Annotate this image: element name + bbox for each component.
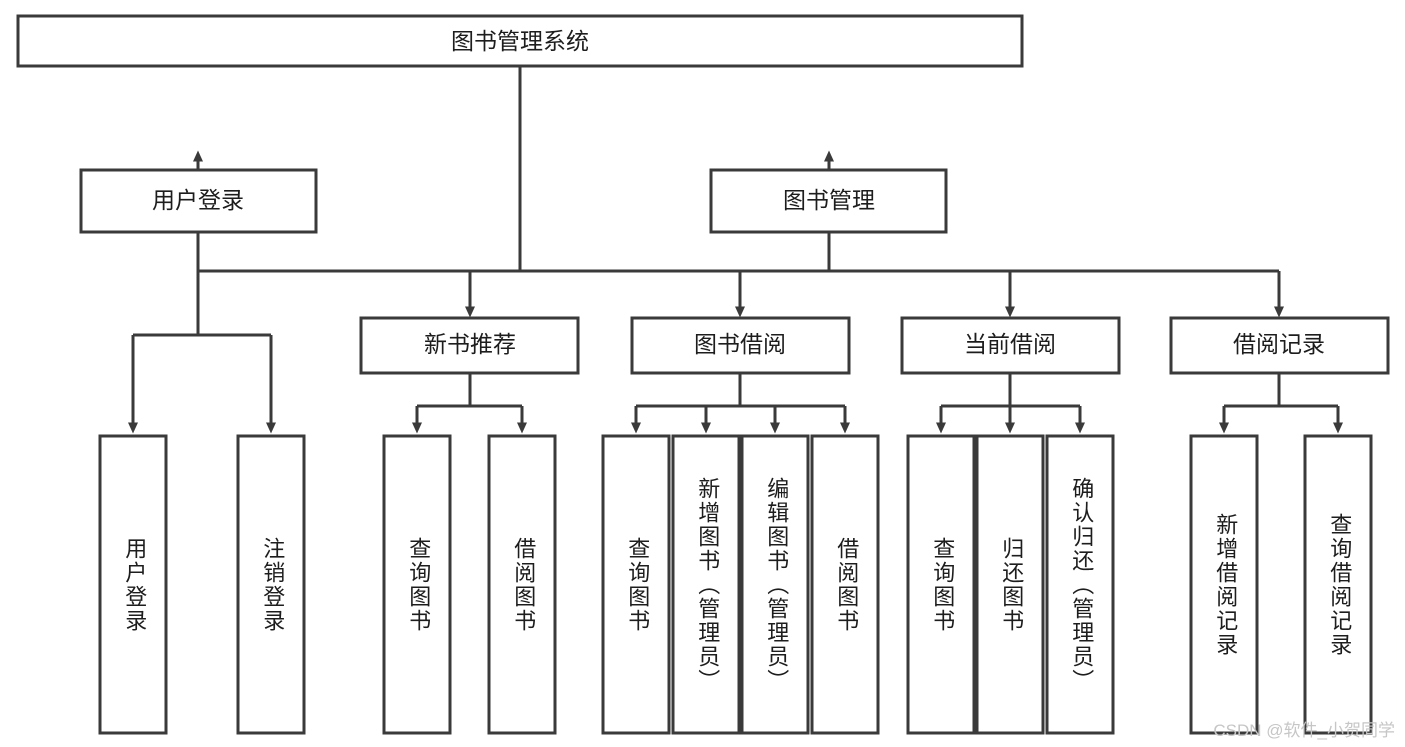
node-new-book-recommend[interactable]: 新书推荐 (359, 316, 580, 375)
leaf-book-borrow-4-box[interactable] (810, 434, 880, 735)
node-borrow-records-box[interactable] (1169, 316, 1390, 375)
node-root[interactable]: 图书管理系统 (16, 14, 1024, 68)
node-current-borrow[interactable]: 当前借阅 (900, 316, 1121, 375)
leaf-user-login-1[interactable]: 用户登录 (98, 434, 168, 735)
leaf-current-borrow-3[interactable]: 确认归还（管理员） (1045, 434, 1115, 735)
connector-group-user-login (128, 232, 276, 434)
leaf-current-borrow-1[interactable]: 查询图书 (906, 434, 976, 735)
leaf-user-login-1-box[interactable] (98, 434, 168, 735)
node-user-login[interactable]: 用户登录 (79, 168, 318, 234)
node-root-label: 图书管理系统 (451, 28, 589, 54)
leaf-new-book-2-box[interactable] (487, 434, 557, 735)
leaf-current-borrow-3-box[interactable] (1045, 434, 1115, 735)
node-user-login-label: 用户登录 (152, 187, 244, 213)
leaf-book-borrow-1-label: 查询图书 (625, 537, 650, 633)
leaf-book-borrow-4[interactable]: 借阅图书 (810, 434, 880, 735)
connector-group-borrow-records (1219, 373, 1343, 434)
leaf-borrow-records-2-box[interactable] (1303, 434, 1373, 735)
node-current-borrow-label: 当前借阅 (964, 331, 1056, 357)
node-book-manage[interactable]: 图书管理 (709, 168, 948, 234)
leaf-book-borrow-2-label: 新增图书（管理员） (695, 477, 720, 693)
leaf-book-borrow-3[interactable]: 编辑图书（管理员） (740, 434, 810, 735)
leaf-borrow-records-1-box[interactable] (1189, 434, 1259, 735)
leaf-current-borrow-3-label: 确认归还（管理员） (1069, 477, 1094, 693)
leaf-user-login-2[interactable]: 注销登录 (236, 434, 306, 735)
connector-group-new-book (412, 373, 527, 434)
leaf-current-borrow-1-box[interactable] (906, 434, 976, 735)
node-user-login-box[interactable] (79, 168, 318, 234)
leaf-borrow-records-2-label: 查询借阅记录 (1327, 513, 1352, 657)
leaf-current-borrow-2-label: 归还图书 (999, 537, 1024, 633)
node-borrow-records[interactable]: 借阅记录 (1169, 316, 1390, 375)
node-book-manage-box[interactable] (709, 168, 948, 234)
leaf-book-borrow-1[interactable]: 查询图书 (601, 434, 671, 735)
leaf-new-book-1-label: 查询图书 (406, 537, 431, 633)
node-new-book-recommend-label: 新书推荐 (424, 331, 516, 357)
leaf-book-borrow-3-box[interactable] (740, 434, 810, 735)
leaf-current-borrow-2[interactable]: 归还图书 (975, 434, 1045, 735)
connector-group-book-manage (465, 232, 1284, 318)
leaf-current-borrow-1-label: 查询图书 (930, 537, 955, 633)
node-current-borrow-box[interactable] (900, 316, 1121, 375)
connector-group-book-borrow (631, 373, 850, 434)
leaf-book-borrow-4-label: 借阅图书 (834, 537, 859, 633)
leaf-new-book-2[interactable]: 借阅图书 (487, 434, 557, 735)
leaf-borrow-records-2[interactable]: 查询借阅记录 (1303, 434, 1373, 735)
leaf-book-borrow-1-box[interactable] (601, 434, 671, 735)
node-book-borrow[interactable]: 图书借阅 (630, 316, 851, 375)
node-book-manage-label: 图书管理 (783, 187, 875, 213)
leaf-current-borrow-2-box[interactable] (975, 434, 1045, 735)
leaf-new-book-1-box[interactable] (382, 434, 452, 735)
leaf-new-book-1[interactable]: 查询图书 (382, 434, 452, 735)
leaf-borrow-records-1[interactable]: 新增借阅记录 (1189, 434, 1259, 735)
leaf-book-borrow-2-box[interactable] (671, 434, 741, 735)
leaf-book-borrow-2[interactable]: 新增图书（管理员） (671, 434, 741, 735)
node-new-book-recommend-box[interactable] (359, 316, 580, 375)
leaf-user-login-1-label: 用户登录 (122, 537, 147, 633)
csdn-watermark: CSDN @软件_小贺同学 (1213, 721, 1395, 740)
leaf-user-login-2-box[interactable] (236, 434, 306, 735)
connector-group-current-borrow (936, 373, 1085, 434)
node-borrow-records-label: 借阅记录 (1233, 331, 1325, 357)
node-book-borrow-box[interactable] (630, 316, 851, 375)
leaf-user-login-2-label: 注销登录 (260, 537, 285, 633)
leaf-book-borrow-3-label: 编辑图书（管理员） (764, 477, 789, 693)
leaf-borrow-records-1-label: 新增借阅记录 (1213, 513, 1238, 657)
node-book-borrow-label: 图书借阅 (694, 331, 786, 357)
node-root-box[interactable] (16, 14, 1024, 68)
leaf-new-book-2-label: 借阅图书 (511, 537, 536, 633)
